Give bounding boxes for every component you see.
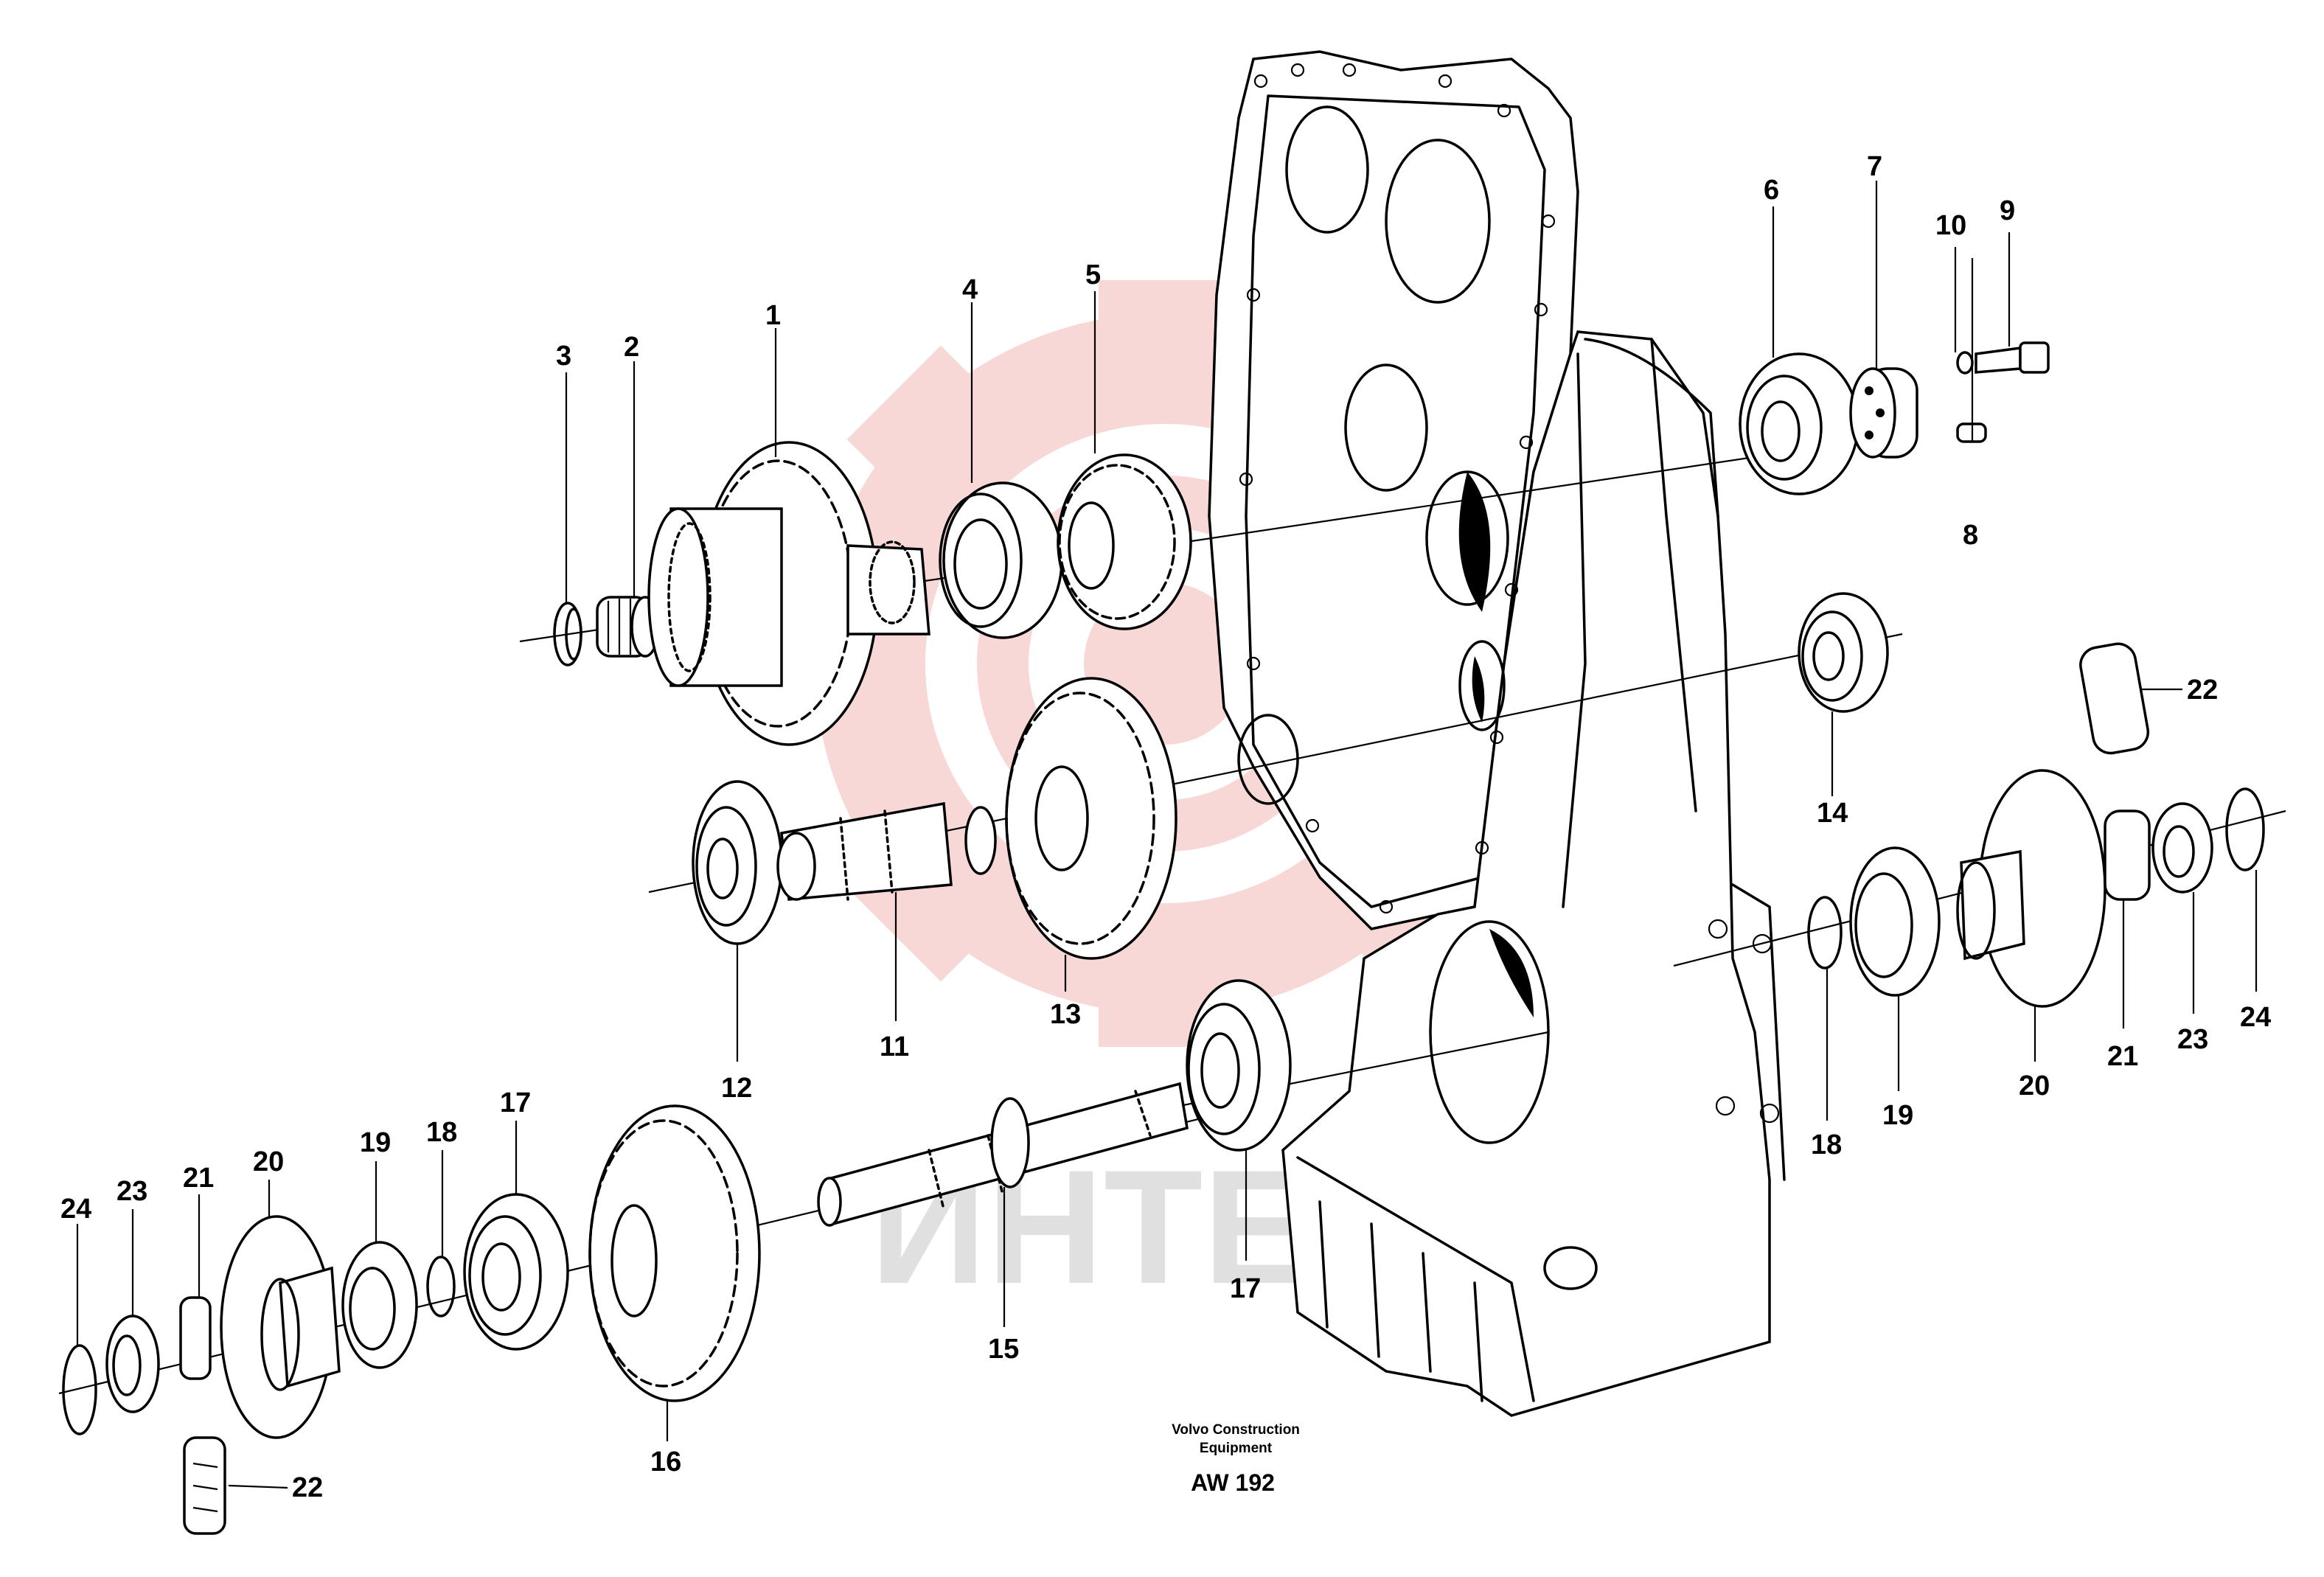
callout-label: 6 [1764,175,1779,206]
part-2-needle-bearing [596,596,660,658]
part-18-o-ring-right [1807,896,1843,969]
part-20-flange-left [220,1215,341,1439]
part-23-nut-left [105,1315,160,1413]
callout-label: 8 [1963,520,1978,551]
part-23-nut-right [2151,802,2213,894]
callout-label: 2 [624,332,639,363]
callout-label: 19 [360,1127,391,1158]
part-24-circlip-left [62,1344,97,1435]
callout-label: 15 [988,1334,1019,1365]
callout-label: 21 [183,1163,214,1194]
part-19-seal-right [1849,846,1941,997]
part-1-gear-with-hub [647,441,930,746]
callout-label: 23 [116,1176,147,1207]
part-12-ball-bearing [692,780,783,945]
part-21-lock-plate-right [2104,810,2151,901]
part-18-o-ring-left [426,1256,456,1317]
callout-label: 10 [1935,210,1966,241]
callout-label: 23 [2177,1024,2208,1055]
callout-label: 3 [556,341,571,372]
callout-label: 18 [426,1117,457,1148]
part-17-ball-bearing-left [463,1193,569,1351]
callout-label: 13 [1050,999,1081,1030]
part-9-bolt [1975,341,2050,374]
callout-label: 17 [1230,1273,1261,1304]
callout-label: 1 [765,300,781,331]
part-16-gear [588,1104,761,1402]
part-7-retaining-washer [1849,367,1918,459]
callout-label: 21 [2107,1041,2138,1072]
manufacturer-line-1: Volvo Construction [1172,1422,1300,1438]
part-15-output-shaft [817,1082,1189,1227]
callout-label: 17 [500,1087,531,1118]
part-13-gear [1005,677,1177,960]
part-6-ball-bearing [1739,352,1859,495]
part-callouts: 1 2 3 4 5 6 7 8 9 10 11 12 13 14 15 16 1… [60,151,2271,1503]
callout-label: 5 [1085,260,1101,290]
callout-label: 22 [292,1472,323,1503]
leader-lines [76,181,2258,1489]
callout-label: 19 [1882,1100,1913,1131]
part-22-lock-plate-left [183,1436,226,1535]
drawing-code: AW 192 [1191,1469,1275,1496]
part-5-spur-gear [1057,453,1192,630]
callout-label: 24 [60,1194,91,1225]
callout-label: 22 [2187,675,2218,706]
part-10-washer [1956,351,1974,375]
part-11-sleeve [776,801,997,901]
manufacturer-line-2: Equipment [1200,1441,1273,1456]
part-14-ball-bearing [1798,592,1889,713]
callout-label: 11 [880,1031,909,1062]
callout-label: 20 [2019,1071,2050,1101]
drawing-footer: Volvo Construction Equipment AW 192 [1172,1422,1300,1496]
callout-label: 14 [1817,798,1848,829]
callout-label: 7 [1867,151,1882,182]
part-17-ball-bearing-right [1186,979,1292,1152]
part-22-lock-plate-right [2079,642,2150,755]
part-21-lock-plate-left [179,1296,212,1380]
callout-label: 4 [962,274,978,305]
part-24-circlip-right [2225,787,2265,871]
callout-label: 12 [721,1073,752,1104]
callout-label: 18 [1811,1129,1842,1160]
gearbox-housing [1208,50,1786,1417]
part-20-flange-right [1956,769,2106,1008]
housing-bolt-holes [1239,63,1780,1124]
callout-label: 20 [253,1146,284,1177]
part-19-seal-left [341,1241,418,1369]
callout-label: 24 [2240,1002,2271,1033]
callout-label: 9 [2000,195,2015,226]
part-4-ball-bearing [939,481,1063,639]
callout-label: 16 [650,1447,681,1477]
part-3-circlip [553,602,582,666]
